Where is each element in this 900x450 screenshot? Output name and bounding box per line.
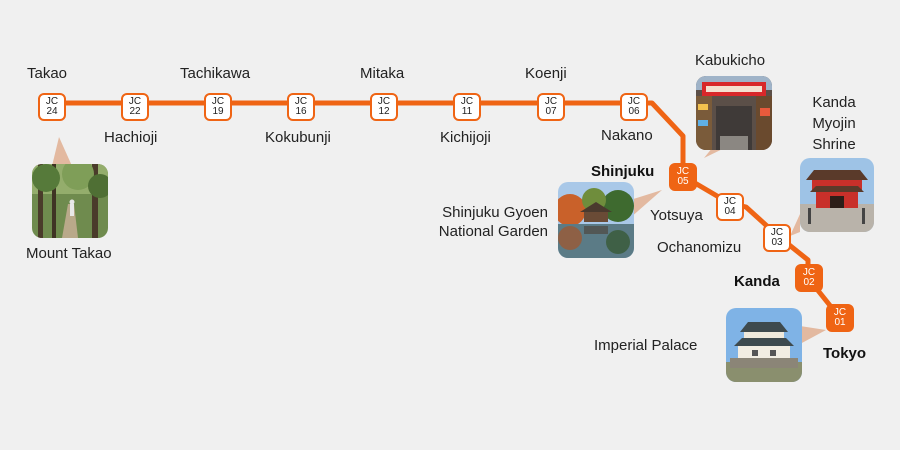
station-code-prefix: JC xyxy=(460,96,474,107)
station-code-number: 11 xyxy=(461,106,473,117)
station-name-takao: Takao xyxy=(27,65,68,82)
callout-pointer-kanda-myojin xyxy=(790,214,800,236)
station-code-prefix: JC xyxy=(770,227,784,238)
attraction-label-line: Kabukicho xyxy=(695,52,766,69)
station-name-kanda: Kanda xyxy=(734,273,780,290)
station-code-prefix: JC xyxy=(723,196,737,207)
station-code-prefix: JC xyxy=(627,96,641,107)
station-name-koenji: Koenji xyxy=(525,65,567,82)
station-name-kokubunji: Kokubunji xyxy=(265,129,331,146)
station-name-kichijoji: Kichijoji xyxy=(440,129,491,146)
attraction-label-line: Shrine xyxy=(812,136,856,153)
shinjuku-gyoen-photo[interactable] xyxy=(558,182,634,258)
callout-pointer-imperial-palace xyxy=(800,326,826,344)
station-code-number: 01 xyxy=(834,317,846,328)
station-name-yotsuya: Yotsuya xyxy=(650,207,703,224)
callout-pointer-shinjuku-gyoen xyxy=(630,190,662,218)
kanda-myojin-shrine-photo[interactable] xyxy=(800,158,874,232)
station-code-number: 24 xyxy=(46,106,58,117)
station-code-number: 03 xyxy=(771,237,783,248)
station-code-prefix: JC xyxy=(45,96,59,107)
station-code-number: 05 xyxy=(677,176,689,187)
attraction-label-kabukicho: Kabukicho xyxy=(695,51,765,70)
attraction-label-line: Kanda xyxy=(812,94,856,111)
station-name-ochanomizu: Ochanomizu xyxy=(657,239,742,256)
station-code-prefix: JC xyxy=(211,96,225,107)
station-code-prefix: JC xyxy=(377,96,391,107)
station-code-number: 07 xyxy=(545,106,557,117)
imperial-palace-photo[interactable] xyxy=(726,308,802,382)
station-name-shinjuku: Shinjuku xyxy=(591,163,655,180)
station-code-prefix: JC xyxy=(544,96,558,107)
station-name-hachioji: Hachioji xyxy=(104,129,158,146)
attraction-label-line: Shinjuku Gyoen xyxy=(442,204,548,221)
station-code-prefix: JC xyxy=(128,96,142,107)
station-code-number: 16 xyxy=(295,106,307,117)
station-code-number: 06 xyxy=(628,106,640,117)
station-name-nakano: Nakano xyxy=(601,127,653,144)
attraction-label-imperial-palace: Imperial Palace xyxy=(594,336,697,355)
kabukicho-photo[interactable] xyxy=(696,76,772,150)
station-name-tachikawa: Tachikawa xyxy=(180,65,251,82)
station-code-number: 12 xyxy=(378,106,390,117)
mount-takao-photo[interactable] xyxy=(32,164,108,238)
station-code-prefix: JC xyxy=(676,166,690,177)
attraction-label-line: Imperial Palace xyxy=(594,337,698,354)
attraction-label-mount-takao: Mount Takao xyxy=(26,244,112,263)
station-code-prefix: JC xyxy=(802,267,816,278)
station-code-prefix: JC xyxy=(833,307,847,318)
station-code-number: 02 xyxy=(803,277,815,288)
attraction-label-line: National Garden xyxy=(438,223,548,240)
callout-pointer-mount-takao xyxy=(52,137,72,166)
station-code-number: 22 xyxy=(129,106,141,117)
station-code-number: 19 xyxy=(212,106,224,117)
station-name-mitaka: Mitaka xyxy=(360,65,405,82)
attraction-label-line: Myojin xyxy=(812,115,856,132)
attraction-label-shinjuku-gyoen: Shinjuku Gyoen National Garden xyxy=(422,203,548,241)
attraction-label-kanda-myojin-shrine: Kanda Myojin Shrine xyxy=(805,92,863,155)
station-name-tokyo: Tokyo xyxy=(823,345,867,362)
attraction-label-line: Mount Takao xyxy=(26,245,112,262)
station-code-number: 04 xyxy=(724,206,736,217)
station-code-prefix: JC xyxy=(294,96,308,107)
